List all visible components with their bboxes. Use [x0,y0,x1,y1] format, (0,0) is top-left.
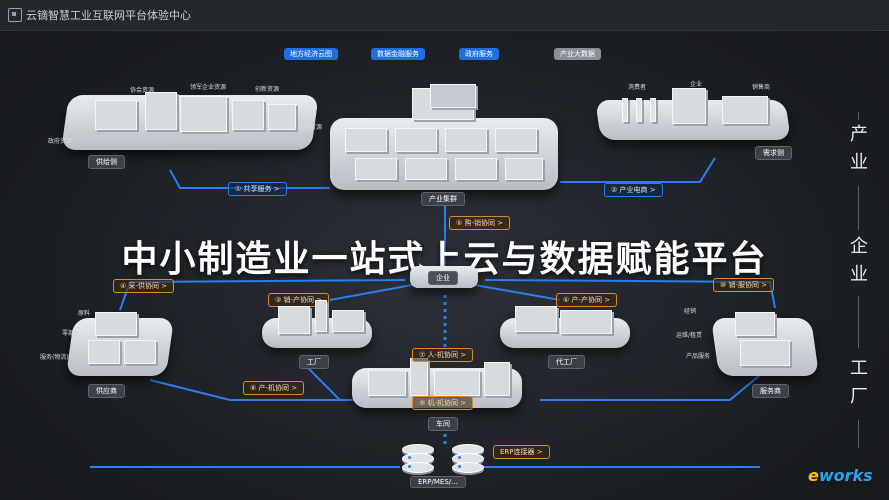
line-enterprise-oem [474,284,561,301]
supplier-item-logistics: 服务(物流) [40,354,69,361]
erp-label: ERP/MES/... [410,476,466,488]
workshop-machine-3 [484,362,510,396]
supply-building-3 [180,96,227,132]
supply-item-association: 协会资源 [130,87,155,94]
window-title: 云镝智慧工业互联网平台体验中心 [26,9,191,22]
industry-cluster-label: 产业集群 [421,192,465,206]
line-supplier-workshop [149,379,350,401]
workshop-robot-arm [410,358,428,396]
factory-label: 工厂 [299,355,329,369]
supplier-building-3 [124,340,156,364]
cluster-screen-2 [430,84,476,108]
link-sell-service[interactable]: ⑩ 销-服协同 > [713,278,775,292]
service-chip-government[interactable]: 政府服务 [459,48,499,60]
cluster-block-6 [405,158,447,180]
database-icon-right [452,444,484,478]
level-divider [858,112,859,120]
supplier-item-parts: 零部件 [62,330,81,337]
link-share-service[interactable]: ① 共享服务 > [228,182,287,196]
watermark-logo: eworks [808,466,873,485]
demand-item-enterprise: 企业 [690,81,703,88]
level-divider-1 [858,186,859,230]
link-erp-connector[interactable]: ERP连接器 > [493,445,550,459]
consumer-figure-3 [650,98,656,122]
supply-building-5 [268,104,296,130]
supply-side-label: 供给侧 [88,155,125,169]
supply-item-finance: 金融资源 [298,124,323,131]
service-building-1 [735,312,775,336]
factory-building-2 [332,310,364,332]
service-building-2 [740,340,790,366]
workshop-machine-2 [434,370,480,396]
supply-item-leading: 领军企业资源 [190,84,227,91]
line-enterprise-factory [329,284,413,301]
oem-building-1 [515,306,557,332]
demand-item-seller: 销售商 [752,84,771,91]
service-chip-data-finance[interactable]: 数据金融服务 [371,48,425,60]
service-item-dealer: 经销 [684,308,697,315]
title-bar: 云镝智慧工业互联网平台体验中心 [0,0,889,31]
service-provider-label: 服务商 [752,384,789,398]
supplier-building-1 [95,312,137,336]
cluster-block-4 [495,128,537,152]
service-item-ops: 运维/租赁 [676,332,703,339]
level-factory-label: 工厂 [850,358,868,407]
supplier-building-2 [88,340,120,364]
link-machine-machine[interactable]: ⑨ 机-机协同 > [412,396,474,410]
factory-chimney [315,300,327,332]
service-chip-industry-data[interactable]: 产业大数据 [554,48,601,60]
cluster-block-8 [505,158,543,180]
link-production-machine[interactable]: ⑧ 产-机协同 > [243,381,305,395]
workshop-label: 车间 [428,417,458,431]
level-divider-2 [858,296,859,348]
line-workshop-service [540,374,761,401]
oem-building-2 [560,310,612,334]
supply-building-1 [95,100,137,130]
link-produce-produce[interactable]: ⑥ 产-产协同 > [556,293,618,307]
level-enterprise-label: 企业 [850,236,868,285]
supply-item-innovation: 创新资源 [255,86,280,93]
demand-side-label: 需求侧 [755,146,792,160]
level-industry-label: 产业 [850,124,868,173]
level-divider-3 [858,420,859,448]
cluster-block-3 [445,128,487,152]
supply-building-4 [232,100,264,130]
link-purchase-supply[interactable]: ④ 采-供协同 > [113,279,175,293]
enterprise-building [672,88,706,124]
cluster-block-2 [395,128,437,152]
database-icon-left [402,444,434,478]
consumer-figure-1 [622,98,628,122]
supplier-label: 供应商 [88,384,125,398]
retail-building [722,96,768,124]
oem-label: 代工厂 [548,355,585,369]
supplier-item-material: 原料 [78,310,91,317]
workshop-machine-1 [368,370,406,396]
link-buy-sell[interactable]: ⑤ 购-销协同 > [449,216,511,230]
factory-building-1 [278,306,310,334]
demand-item-consumer: 消费者 [628,84,647,91]
link-sell-produce[interactable]: ③ 销-产协同 > [268,293,330,307]
service-chip-economy-map[interactable]: 地方经济云图 [284,48,338,60]
cluster-block-1 [345,128,387,152]
link-industry-ecommerce[interactable]: ② 产业电商 > [604,183,663,197]
consumer-figure-2 [636,98,642,122]
supply-item-government: 政府资源 [48,138,73,145]
cluster-block-7 [455,158,497,180]
cluster-block-5 [355,158,397,180]
app-logo-icon [8,8,22,22]
line-cluster-demand [560,157,716,183]
service-item-product: 产品服务 [686,353,711,360]
enterprise-label: 企业 [428,271,458,285]
link-human-machine[interactable]: ⑦ 人-机协同 > [412,348,474,362]
supply-building-2 [145,92,177,130]
supply-item-service: 服务资源 [66,116,91,123]
